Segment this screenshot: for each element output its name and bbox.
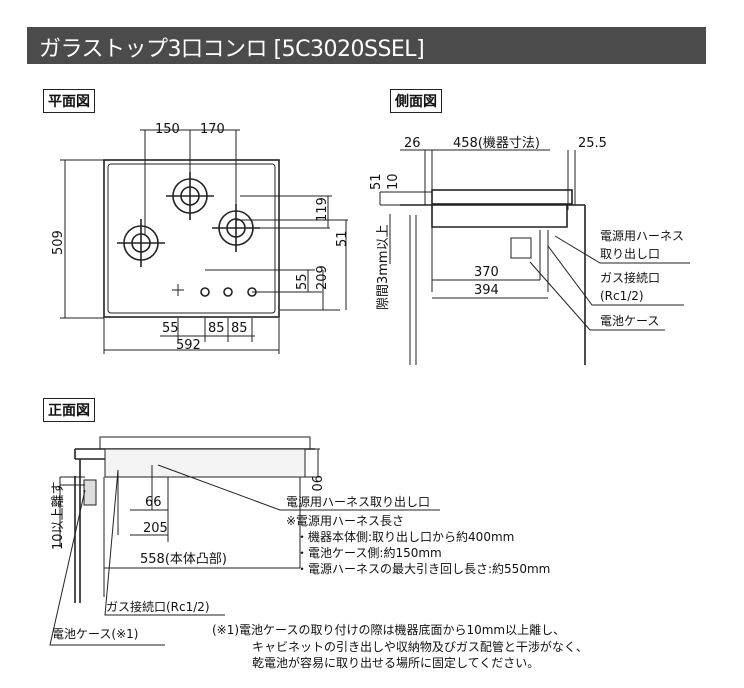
- front-view-label: 正面図: [43, 398, 95, 422]
- dim-55: 55: [295, 273, 310, 290]
- dim-509: 509: [51, 230, 66, 255]
- callout-length-battery: ・電池ケース側:約150mm: [296, 545, 442, 560]
- front-cooktop: [99, 436, 311, 450]
- front-view: 90 66 205 558(本体凸部) 10以上離す 電源用ハーネス取り出し口 …: [49, 436, 588, 670]
- dim-592: 592: [176, 338, 201, 353]
- dim-clearance-10: 10以上離す: [51, 481, 66, 550]
- title-bar: ガラストップ3口コンロ [5C3020SSEL]: [27, 27, 706, 64]
- callout-gas-front: ガス接続口(Rc1/2): [106, 599, 210, 614]
- callout-battery-front: 電池ケース(※1): [52, 627, 138, 641]
- callout-gas-1: ガス接続口: [600, 270, 660, 285]
- callout-harness-title: 電源用ハーネス取り出し口: [286, 495, 430, 509]
- dim-90: 90: [308, 475, 323, 492]
- dim-66: 66: [145, 495, 162, 510]
- dim-10: 10: [386, 173, 401, 190]
- glass-top: [107, 163, 276, 314]
- dim-558: 558(本体凸部): [140, 552, 227, 567]
- footnote-line-3: 乾電池が容易に取り出せる場所に固定してください。: [252, 655, 539, 670]
- dim-25-5: 25.5: [578, 136, 607, 151]
- dim-394: 394: [474, 283, 499, 298]
- side-view-label: 側面図: [390, 89, 442, 113]
- dim-51: 51: [335, 230, 350, 247]
- callout-harness-length: ※電源用ハーネス長さ: [286, 514, 404, 528]
- dim-55-bottom: 55: [162, 321, 179, 336]
- battery-case-front: [83, 479, 97, 506]
- dim-170: 170: [200, 122, 225, 137]
- dim-26: 26: [404, 136, 421, 151]
- knob-1: [200, 287, 210, 297]
- side-cooktop: [431, 189, 573, 205]
- burner-left: [117, 219, 165, 267]
- dim-209: 209: [315, 265, 330, 290]
- knob-2: [223, 287, 233, 297]
- plan-view-label: 平面図: [43, 89, 95, 113]
- dim-85-b: 85: [231, 321, 248, 336]
- callout-gas-2: (Rc1/2): [600, 289, 644, 303]
- dim-51-side: 51: [369, 173, 384, 190]
- dim-458: 458(機器寸法): [453, 136, 540, 151]
- callout-battery: 電池ケース: [600, 314, 659, 328]
- callout-harness-1: 電源用ハーネス: [600, 229, 684, 243]
- page-title: ガラストップ3口コンロ [5C3020SSEL]: [39, 37, 425, 62]
- callout-harness-2: 取り出し口: [600, 247, 660, 261]
- dim-370: 370: [474, 265, 499, 280]
- dim-gap: 隙間3mm以上: [376, 224, 391, 310]
- front-body: [104, 448, 306, 478]
- cooktop-outline: [103, 159, 280, 318]
- plan-view: 150 170 509 119 51 55 209 55 85 85 592: [51, 122, 350, 354]
- callout-length-body: ・機器本体側:取り出し口から約400mm: [296, 529, 514, 544]
- callout-length-max: ・電源ハーネスの最大引き回し長さ:約550mm: [296, 561, 550, 576]
- footnote-line-1: (※1)電池ケースの取り付けの際は機器底面から10mm以上離し、: [212, 622, 565, 637]
- dim-85-a: 85: [208, 321, 225, 336]
- dim-119: 119: [315, 197, 330, 222]
- footnote-line-2: キャビネットの引き出しや収納物及びガス配管と干渉がなく、: [252, 639, 588, 654]
- battery-case: [510, 237, 532, 259]
- dim-150: 150: [155, 122, 180, 137]
- side-view: 26 458(機器寸法) 25.5 51 10 隙間3mm以上 370 394 …: [369, 136, 690, 365]
- igniter-icon: [172, 284, 184, 296]
- dim-205: 205: [143, 521, 168, 536]
